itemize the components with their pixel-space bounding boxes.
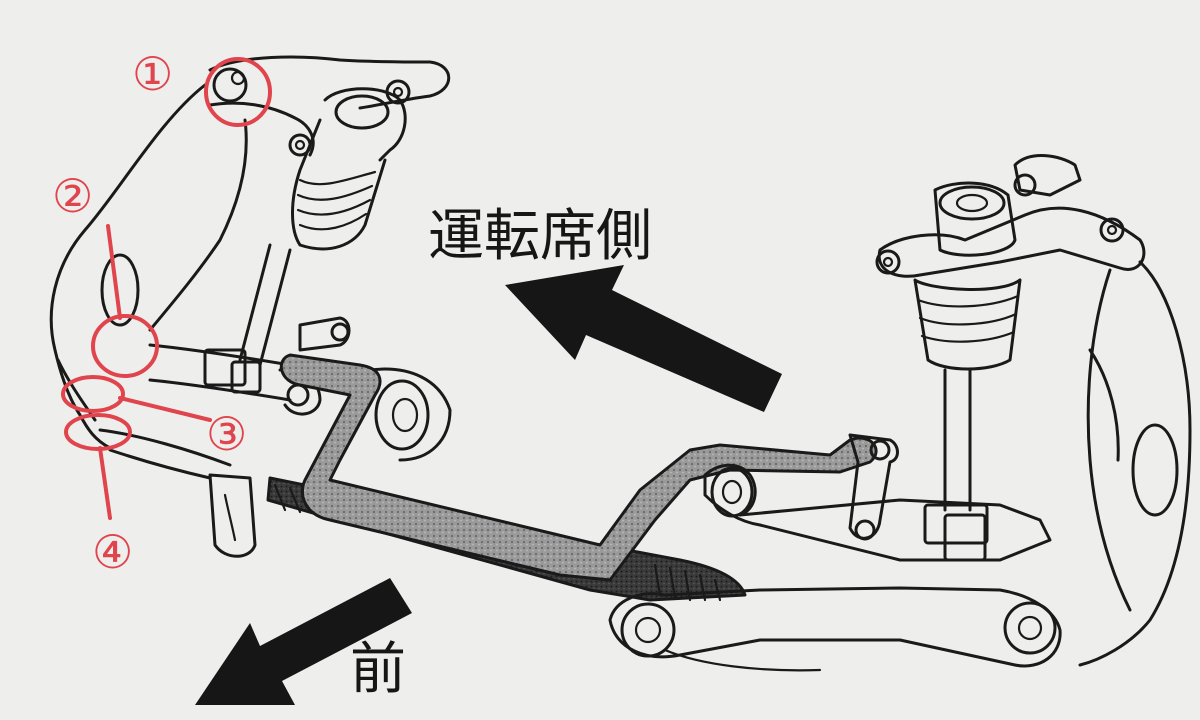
arrow-front [195,578,412,705]
callout-1: ① [132,47,173,101]
right-strut [913,181,1022,562]
leader-line-4 [98,446,112,520]
marker-ring-1 [204,57,272,127]
left-stabilizer-link [278,316,452,462]
right-lower-arm [608,463,1062,672]
right-stabilizer-link [848,433,899,541]
leader-line-3 [118,396,212,422]
marker-ring-3 [61,375,125,413]
leader-line-2 [106,224,122,320]
arrow-driver-side [505,265,782,412]
marker-ring-2 [91,314,159,378]
right-knuckle [1078,260,1192,667]
callout-4: ④ [92,525,133,579]
front-label: 前 [350,637,406,702]
callout-markers: ① ② ③ ④ [52,47,272,579]
callout-3: ③ [206,407,247,461]
right-upper-arm [875,154,1146,278]
callout-2: ② [52,169,93,223]
sway-bar [279,353,878,582]
marker-ring-4 [64,413,132,451]
left-strut [203,87,407,394]
driver-side-label: 運転席側 [428,204,652,269]
